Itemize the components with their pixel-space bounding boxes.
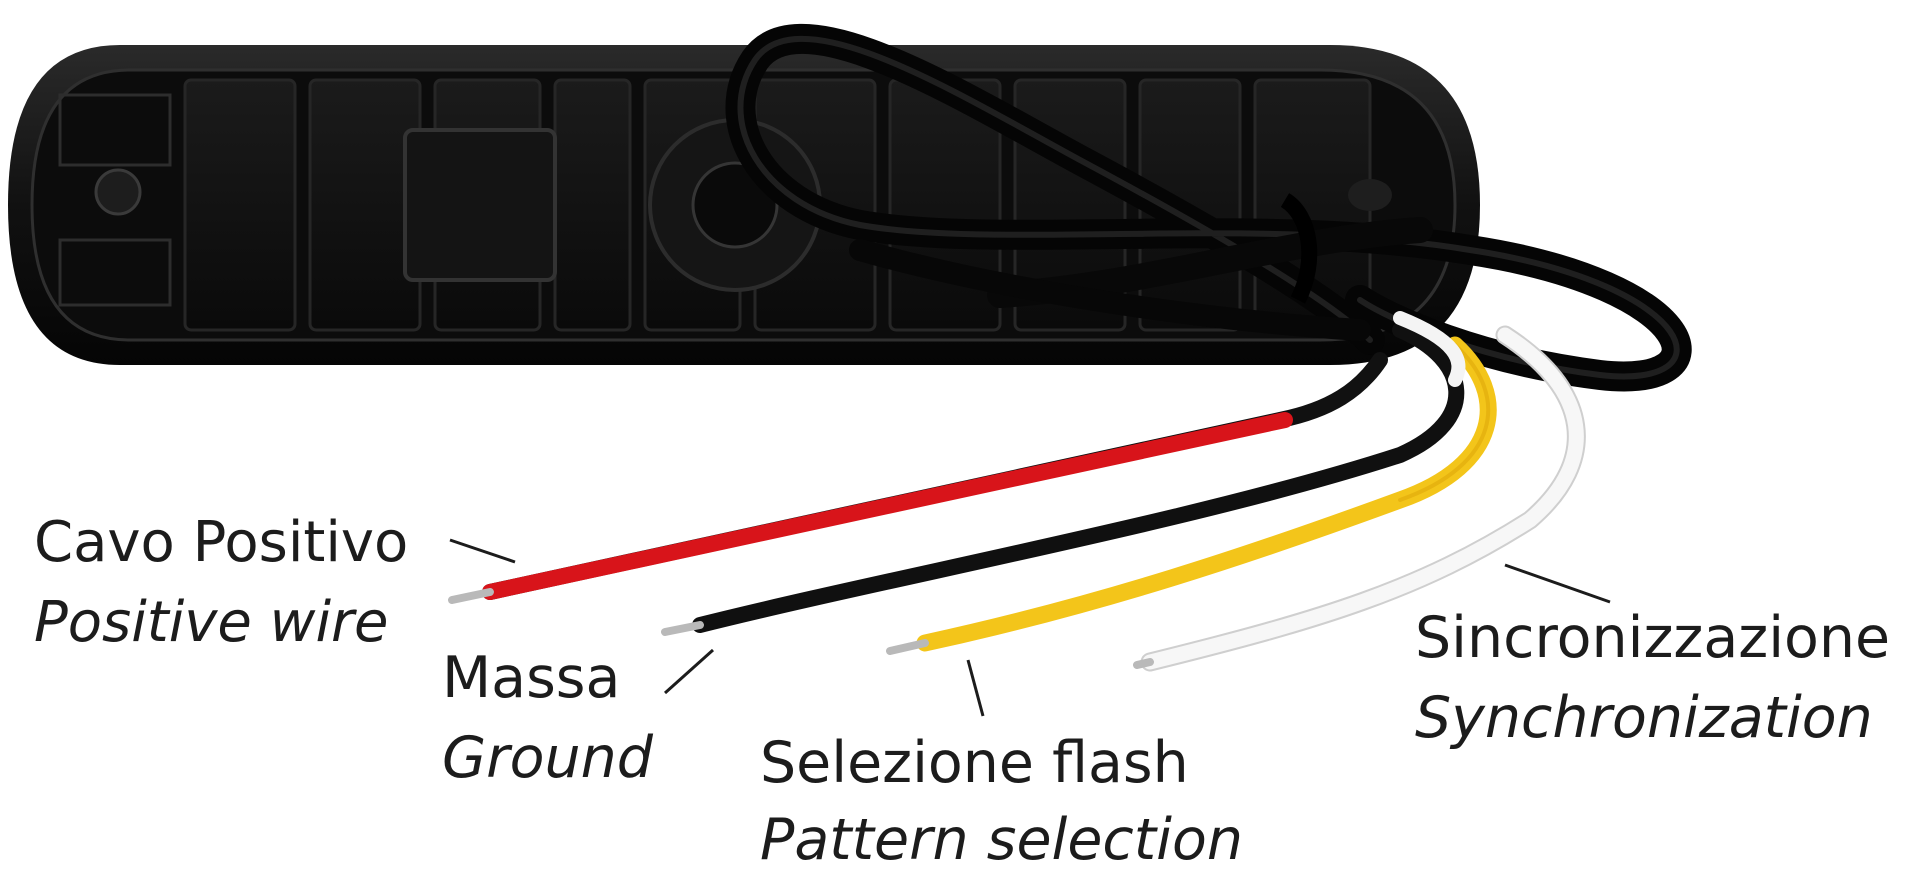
label-positive-en: Positive wire xyxy=(34,590,389,655)
label-pattern-it: Selezione flash xyxy=(760,730,1189,796)
leader-lines xyxy=(449,538,1611,717)
label-positive-it: Cavo Positivo xyxy=(34,510,409,575)
label-sync-en: Synchronization xyxy=(1415,685,1873,751)
leader-positive xyxy=(449,538,516,564)
wire-red xyxy=(448,352,1388,604)
wire-yellow xyxy=(886,336,1497,655)
wire-white xyxy=(1133,311,1586,672)
label-ground-it: Massa xyxy=(442,645,621,711)
label-ground-en: Ground xyxy=(442,725,653,791)
leader-ground xyxy=(663,648,715,695)
wire-black xyxy=(661,322,1465,636)
leader-pattern xyxy=(966,659,985,717)
label-pattern-en: Pattern selection xyxy=(760,807,1243,873)
label-sync-it: Sincronizzazione xyxy=(1415,605,1891,671)
leader-sync xyxy=(1504,563,1611,604)
cable-tie-icon xyxy=(1280,193,1318,304)
wire-loop-icon xyxy=(725,23,1692,392)
